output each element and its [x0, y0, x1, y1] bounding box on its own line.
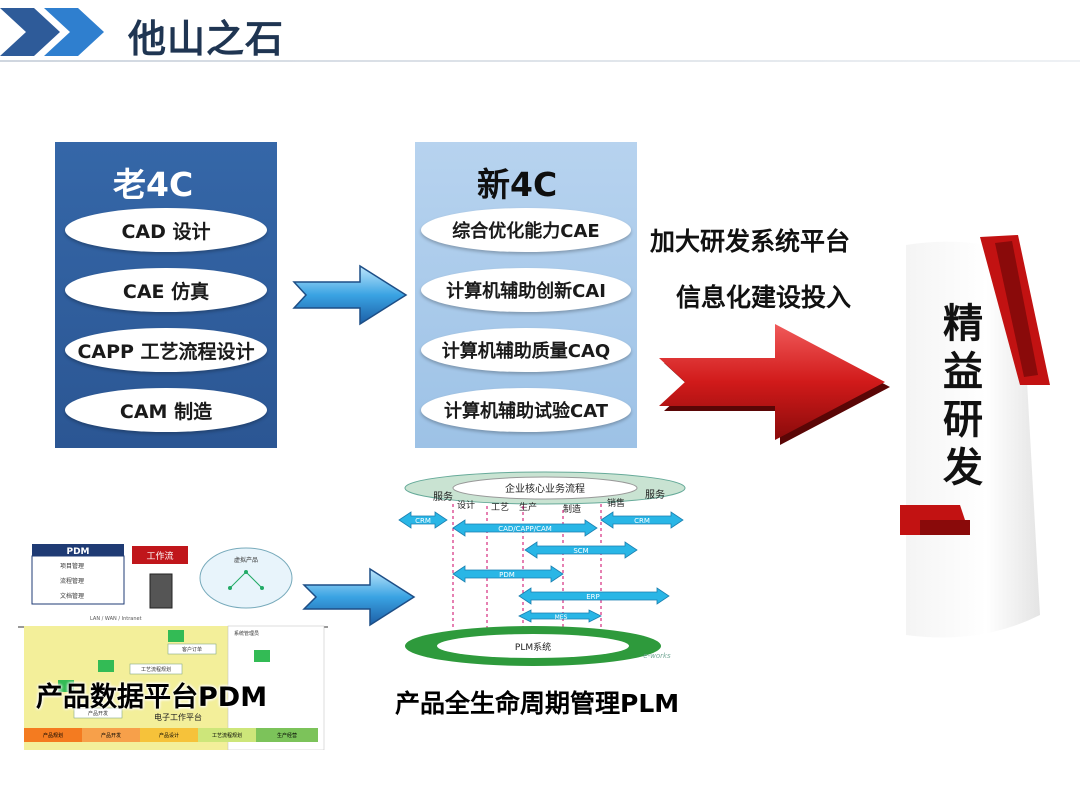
big-red-arrow-icon: [659, 324, 890, 445]
lean-char: 研: [943, 397, 983, 443]
pdm-stage: 产品设计: [159, 732, 179, 739]
header-divider: [0, 60, 1080, 62]
new-4c-item: 计算机辅助创新CAI: [421, 268, 631, 312]
new-4c-item: 计算机辅助质量CAQ: [421, 328, 631, 372]
pdm-stage: 工艺流程规划: [212, 732, 242, 739]
old-4c-item: CAD 设计: [65, 208, 267, 252]
plm-service-left: 服务: [433, 490, 453, 503]
lean-banner-decoration: [900, 235, 1050, 638]
slide-header: 他山之石: [0, 0, 1080, 70]
plm-band: CRM: [415, 517, 431, 525]
plm-stage: 设计: [457, 499, 475, 511]
plm-stage: 销售: [607, 497, 625, 509]
pdm-menu-item: 文档管理: [60, 592, 84, 600]
pdm-caption: 产品数据平台PDM: [36, 682, 268, 713]
customer-order-label: 客户订单: [182, 646, 202, 653]
plm-band: MES: [555, 614, 568, 621]
plm-service-right: 服务: [645, 488, 665, 501]
plm-stage: 制造: [563, 503, 581, 515]
pdm-menu-item: 流程管理: [60, 577, 84, 585]
old-4c-title: 老4C: [113, 165, 194, 204]
network-label: LAN / WAN / Intranet: [90, 616, 142, 622]
lean-char: 发: [943, 445, 983, 491]
plm-band: CRM: [634, 517, 650, 525]
arrow-right-icon: [302, 567, 416, 627]
workflow-label: 工作流: [146, 550, 173, 562]
virtual-product-label: 虚拟产品: [234, 556, 258, 564]
platform-label: 电子工作平台: [154, 712, 202, 722]
investment-line-1: 加大研发系统平台: [650, 227, 851, 256]
plm-band: CAD/CAPP/CAM: [498, 525, 552, 533]
pdm-header-label: PDM: [66, 547, 89, 557]
system-admin-label: 系统管理员: [234, 630, 259, 637]
new-4c-item: 综合优化能力CAE: [421, 208, 631, 252]
lean-char: 益: [943, 349, 983, 395]
plm-stage: 生产: [519, 501, 537, 513]
plm-stage: 工艺: [491, 502, 509, 513]
plm-caption: 产品全生命周期管理PLM: [395, 689, 680, 718]
arrow-right-icon: [292, 264, 408, 326]
new-4c-item: 计算机辅助试验CAT: [421, 388, 631, 432]
plm-core-label: 企业核心业务流程: [505, 482, 585, 495]
old-4c-panel: 老4C CAD 设计 CAE 仿真 CAPP 工艺流程设计 CAM 制造: [55, 142, 277, 448]
pdm-stage: 生产经营: [277, 732, 297, 739]
new-4c-title: 新4C: [477, 165, 558, 204]
pdm-menu-item: 项目管理: [60, 562, 84, 570]
old-4c-item: CAPP 工艺流程设计: [65, 328, 267, 372]
page-title: 他山之石: [128, 17, 285, 61]
chevron-decoration-icon: [0, 8, 104, 56]
pdm-diagram: PDM 项目管理 流程管理 文档管理 工作流 虚拟产品 LAN / WAN / …: [18, 544, 328, 750]
brand-watermark: e-works: [643, 652, 671, 660]
product-dev-label: 产品开发: [88, 710, 108, 717]
old-4c-item: CAM 制造: [65, 388, 267, 432]
pdm-stage: 产品规划: [43, 732, 63, 739]
plm-band: PDM: [499, 571, 515, 579]
plm-band: ERP: [586, 593, 600, 601]
plm-diagram: 企业核心业务流程 服务 服务 设计 工艺 生产 制造 销售 CRM CAD/CA…: [398, 471, 686, 666]
old-4c-item: CAE 仿真: [65, 268, 267, 312]
lean-rd-label: 精 益 研 发: [938, 300, 988, 492]
plm-system-label: PLM系统: [515, 641, 551, 653]
pdm-stage: 产品开发: [101, 732, 121, 739]
new-4c-panel: 新4C 综合优化能力CAE 计算机辅助创新CAI 计算机辅助质量CAQ 计算机辅…: [415, 142, 637, 448]
plm-band: SCM: [573, 547, 588, 555]
craft-plan-label: 工艺流程规划: [141, 666, 171, 673]
lean-char: 精: [943, 301, 983, 347]
investment-line-2: 信息化建设投入: [676, 283, 852, 312]
